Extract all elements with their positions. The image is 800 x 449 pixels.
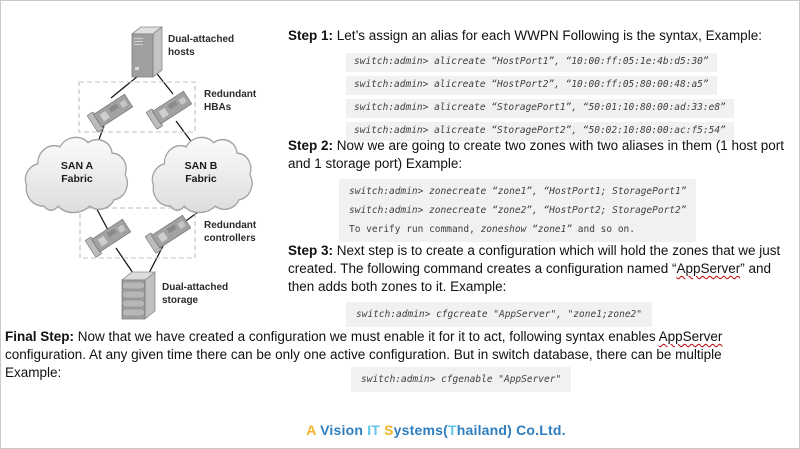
company-footer: A Vision IT Systems(Thailand) Co.Ltd.: [1, 422, 799, 438]
command-line: switch:admin> alicreate “StoragePort1”, …: [346, 99, 734, 118]
step1-prefix: Step 1:: [288, 28, 334, 43]
step2-text: Now we are going to create two zones wit…: [288, 138, 784, 171]
command-line: switch:admin> cfgcreate "AppServer", "zo…: [356, 309, 642, 320]
command-line: switch:admin> alicreate “StoragePort2”, …: [346, 122, 734, 141]
san-b-label: SAN B Fabric: [184, 160, 218, 185]
command-line: switch:admin> alicreate “HostPort1”, “10…: [346, 53, 717, 72]
command-line: switch:admin> alicreate “HostPort2”, “10…: [346, 76, 717, 95]
step3-text-before: Next step is to create a configuration w…: [288, 243, 781, 276]
appserver-highlight: AppServer: [676, 261, 741, 276]
step2-command-block: switch:admin> zonecreate “zone1”, “HostP…: [339, 179, 697, 242]
appserver-highlight: AppServer: [658, 329, 723, 344]
final-step-paragraph: Final Step: Now that we have created a c…: [5, 328, 799, 382]
step3-paragraph: Step 3: Next step is to create a configu…: [288, 242, 798, 296]
verify-post: and so on.: [572, 224, 635, 235]
step1-commands: switch:admin> alicreate “HostPort1”, “10…: [346, 53, 734, 145]
controller-card-right-icon: [144, 212, 193, 254]
footer-segment: A: [306, 422, 321, 438]
step3-command-block: switch:admin> cfgcreate "AppServer", "zo…: [346, 302, 652, 327]
hba-card-left-icon: [86, 91, 135, 133]
controller-card-left-icon: [84, 216, 133, 258]
hbas-label: Redundant HBAs: [204, 89, 257, 113]
controllers-label: Redundant controllers: [204, 220, 257, 244]
redundant-hbas-box: [78, 81, 196, 133]
step3-text-after: ” and then adds both zones to it. Exampl…: [288, 261, 772, 294]
step2-paragraph: Step 2: Now we are going to create two z…: [288, 137, 796, 173]
verify-code: zoneshow “zone1”: [480, 224, 573, 235]
command-line: switch:admin> zonecreate “zone1”, “HostP…: [349, 186, 687, 197]
step1-paragraph: Step 1: Let’s assign an alias for each W…: [288, 27, 796, 45]
hba-card-right-icon: [145, 88, 194, 130]
command-line: switch:admin> cfgenable "AppServer": [361, 374, 562, 385]
san-a-label: SAN A Fabric: [60, 160, 94, 185]
verify-line: To verify run command, zoneshow “zone1” …: [349, 220, 686, 239]
footer-segment: T: [448, 422, 457, 438]
final-text-before: Now that we have created a configuration…: [74, 329, 659, 344]
footer-segment: ystems(: [393, 422, 448, 438]
footer-segment: S: [384, 422, 394, 438]
step3-prefix: Step 3:: [288, 243, 334, 258]
verify-pre: To verify run command,: [349, 224, 481, 235]
server-icon: [131, 26, 163, 78]
footer-segment: Vision: [320, 422, 368, 438]
final-text-after: configuration. At any given time there c…: [5, 347, 722, 362]
command-line: switch:admin> zonecreate “zone2”, “HostP…: [349, 205, 687, 216]
final-step-prefix: Final Step:: [5, 329, 75, 344]
step1-text: Let’s assign an alias for each WWPN Foll…: [333, 28, 762, 43]
example-label: Example:: [5, 365, 62, 380]
footer-segment: hailand) Co.Ltd.: [456, 422, 566, 438]
footer-segment: IT: [367, 422, 385, 438]
step2-prefix: Step 2:: [288, 138, 334, 153]
san-topology-diagram: [24, 26, 253, 320]
hosts-label: Dual-attached hosts: [168, 34, 235, 58]
final-command-block: switch:admin> cfgenable "AppServer": [351, 367, 572, 392]
redundant-controllers-box: [79, 207, 196, 259]
storage-icon: [121, 271, 156, 320]
storage-label: Dual-attached storage: [162, 282, 229, 306]
